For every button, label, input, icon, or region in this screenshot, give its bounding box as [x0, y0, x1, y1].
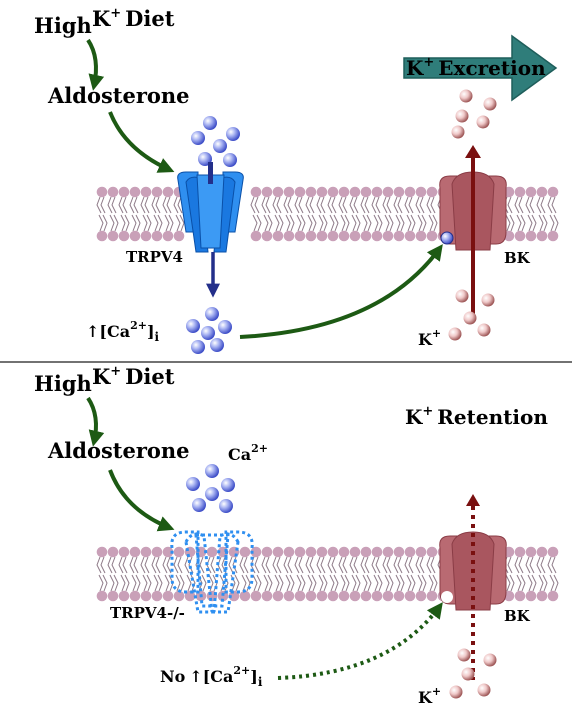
k-ion-label-top: K+	[418, 327, 441, 349]
ca-activates-bk-arrow	[239, 244, 443, 339]
aldosterone-label: Aldosterone	[47, 83, 190, 108]
k-ion-cluster-inside-top	[448, 289, 495, 341]
high-label: High	[34, 13, 92, 38]
bk-channel-bottom	[439, 494, 507, 680]
top-panel: High K+Diet Aldosterone K+Excretion	[34, 6, 559, 354]
excretion-label: K+Excretion	[406, 55, 546, 80]
k-ion-cluster-excreted	[451, 89, 497, 139]
k-ion-label-bottom: K+	[418, 685, 441, 707]
ca-ion-cluster-top	[191, 116, 240, 167]
no-activation-arrow	[277, 602, 443, 680]
trpv4-knockout-channel	[170, 530, 254, 614]
high-label: High	[34, 371, 92, 396]
k-diet-label: K+Diet	[92, 364, 175, 389]
aldosterone-label: Aldosterone	[47, 438, 190, 463]
ca-intracellular-label: ↑[Ca2+]i	[86, 319, 160, 344]
ca-ion-label: Ca2+	[228, 442, 268, 464]
trpv4-label: TRPV4	[126, 248, 183, 266]
bottom-panel: High K+Diet Aldosterone K+Retention Ca2+	[34, 364, 559, 707]
diet-arrow	[86, 396, 105, 447]
bk-label-bottom: BK	[504, 607, 531, 625]
diet-arrow	[86, 38, 105, 91]
k-ion-cluster-inside-bottom	[449, 648, 497, 699]
bk-label-top: BK	[504, 249, 531, 267]
ca-ion-cluster-inside	[186, 307, 232, 354]
retention-label: K+Retention	[405, 404, 548, 429]
trpv4-knockout-label: TRPV4-/-	[110, 604, 185, 622]
k-diet-label: K+Diet	[92, 6, 175, 31]
bk-channel-top	[439, 145, 507, 320]
aldosterone-arrow	[108, 111, 175, 173]
aldosterone-arrow	[108, 469, 175, 532]
excretion-arrow	[403, 34, 558, 102]
trpv4-channel	[177, 162, 244, 253]
ca-ion-cluster-bottom	[186, 464, 235, 513]
no-ca-label: No↑[Ca2+]i	[160, 664, 263, 689]
